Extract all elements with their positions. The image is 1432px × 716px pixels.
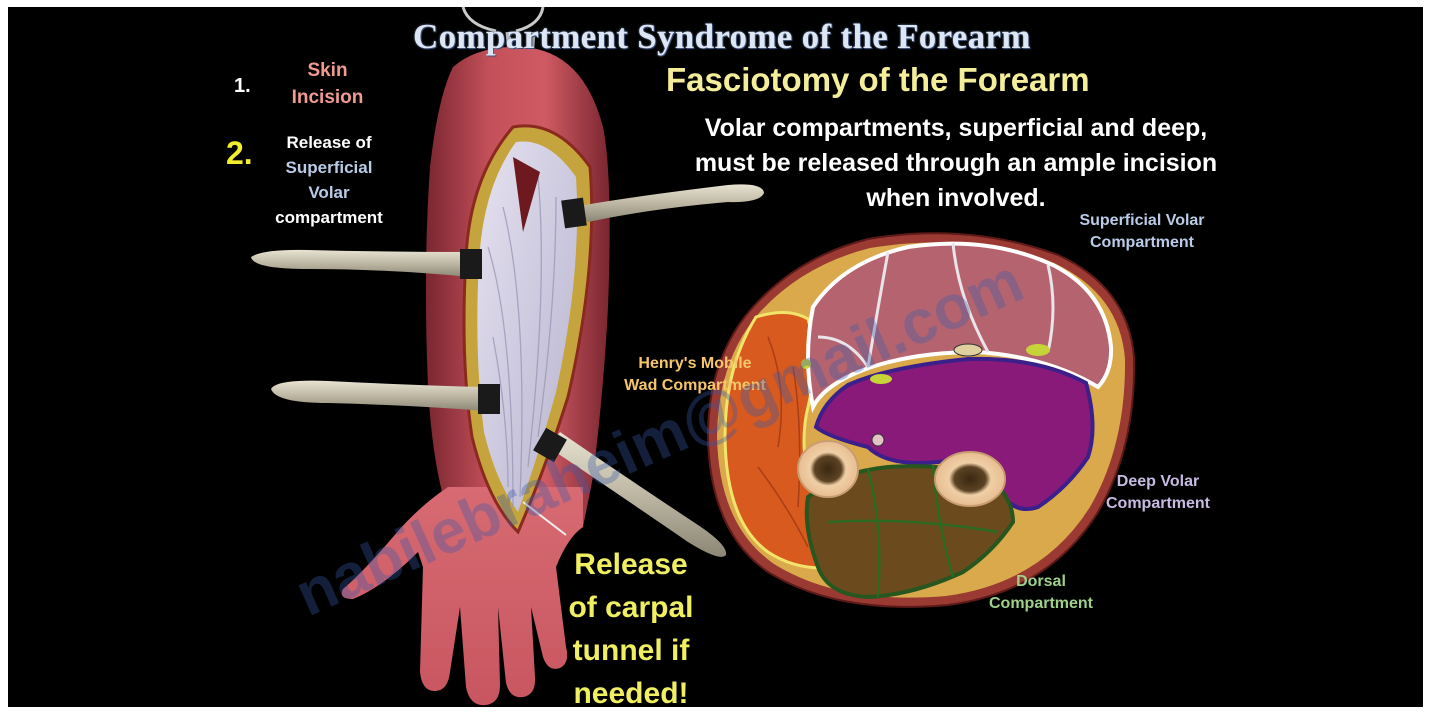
deep-volar-label: Deep Volar Compartment bbox=[1088, 471, 1228, 515]
henry-mobile-wad-label: Henry's Mobile Wad Compartment bbox=[620, 353, 770, 397]
carpal-tunnel-callout: Release of carpal tunnel if needed! bbox=[556, 543, 706, 707]
step-1-label: Skin Incision bbox=[280, 57, 375, 111]
step-2-line-4: compartment bbox=[258, 208, 400, 228]
step-1-line-1: Skin bbox=[307, 60, 347, 81]
step-2-line-2: Superficial bbox=[270, 158, 388, 178]
step-1-number: 1. bbox=[234, 75, 251, 98]
radius-bone bbox=[798, 441, 858, 497]
slide-title: Compartment Syndrome of the Forearm bbox=[413, 17, 1031, 57]
dorsal-label: Dorsal Compartment bbox=[966, 571, 1116, 615]
ulna-bone bbox=[935, 452, 1005, 506]
step-1-line-2: Incision bbox=[292, 87, 364, 108]
step-2-number: 2. bbox=[226, 135, 253, 172]
slide-subtitle: Fasciotomy of the Forearm bbox=[666, 61, 1090, 99]
slide: Compartment Syndrome of the Forearm Fasc… bbox=[8, 7, 1423, 707]
forearm-cross-section bbox=[708, 233, 1134, 607]
step-2-line-1: Release of bbox=[274, 133, 384, 153]
description-text: Volar compartments, superficial and deep… bbox=[676, 111, 1236, 216]
retractor-upper-left bbox=[251, 249, 482, 279]
step-2-line-3: Volar bbox=[270, 183, 388, 203]
superficial-volar-label: Superficial Volar Compartment bbox=[1042, 210, 1242, 254]
